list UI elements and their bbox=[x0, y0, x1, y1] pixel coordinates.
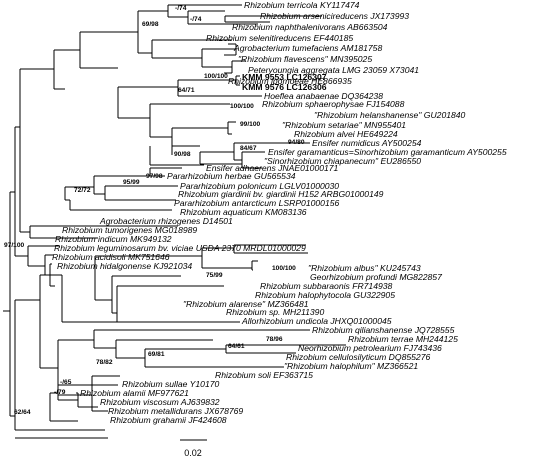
support-value: 62/64 bbox=[14, 409, 31, 416]
taxon-label: "Rhizobium helanshanense" GU201840 bbox=[314, 110, 466, 120]
taxon-label: Rhizobium alamii MF977621 bbox=[80, 388, 189, 398]
taxon-label: Rhizobium sphaerophysae FJ154088 bbox=[262, 99, 405, 109]
taxon-label: Rhizobium indicum MK949132 bbox=[55, 234, 172, 244]
taxon-label: Rhizobium giardinii bv. giardinii H152 A… bbox=[178, 189, 384, 199]
taxon-label: Rhizobium aquaticum KM083136 bbox=[180, 207, 307, 217]
tip-labels: Rhizobium terricola KY117474 Rhizobium a… bbox=[52, 0, 507, 425]
taxon-label: Rhizobium halophytocola GU322905 bbox=[255, 290, 395, 300]
taxon-label: Pararhizobium herbae GU565534 bbox=[167, 171, 296, 181]
scale-bar-label: 0.02 bbox=[184, 448, 202, 458]
taxon-label: Rhizobium alvei HE649224 bbox=[294, 129, 398, 139]
support-value: 97/98 bbox=[146, 173, 163, 180]
taxon-label: Rhizobium metallidurans JX678769 bbox=[108, 406, 243, 416]
taxon-label: Neorhizobium petrolearium FJ743436 bbox=[298, 343, 442, 353]
support-value: -/74 bbox=[190, 16, 202, 23]
support-value: 69/81 bbox=[148, 351, 165, 358]
tree-branches bbox=[3, 4, 346, 439]
support-value: 97/100 bbox=[4, 242, 25, 249]
taxon-label: Hoeflea anabaenae DQ364238 bbox=[264, 91, 383, 101]
taxon-label: Rhizobium qilianshanense JQ728555 bbox=[312, 325, 455, 335]
support-value: 75/99 bbox=[206, 272, 223, 279]
taxon-label: Georhizobium profundi MG822857 bbox=[310, 272, 443, 282]
taxon-label: Rhizobium grahamii JF424608 bbox=[110, 415, 227, 425]
taxon-label: "Rhizobium albus" KU245743 bbox=[308, 263, 421, 273]
support-value: 64/71 bbox=[178, 87, 195, 94]
taxon-label: Ensifer adhaerens JNAE01000171 bbox=[206, 163, 339, 173]
taxon-label: Rhizobium terricola KY117474 bbox=[244, 0, 360, 10]
support-value: 100/100 bbox=[272, 265, 296, 272]
taxon-label: "Sinorhizobium chiapanecum" EU286550 bbox=[264, 156, 421, 166]
support-value: 64/61 bbox=[228, 343, 245, 350]
support-value: -/74 bbox=[175, 5, 187, 12]
taxon-label: Ensifer numidicus AY500254 bbox=[312, 138, 422, 148]
taxon-label-highlight: KMM 9553 LC126307 bbox=[242, 72, 327, 82]
support-value: 99/100 bbox=[240, 121, 261, 128]
taxon-label: Agrobacterium tumefaciens AM181758 bbox=[233, 43, 382, 53]
taxon-label: Ensifer garamanticus=Sinorhizobium garam… bbox=[268, 147, 507, 157]
support-values: -/74 69/98 -/74 100/100 64/71 100/100 99… bbox=[4, 5, 305, 416]
taxon-label: Rhizobium terrae MH244125 bbox=[348, 334, 458, 344]
taxon-label: Peteryoungia aggregata LMG 23059 X73041 bbox=[248, 65, 419, 75]
support-value: 78/82 bbox=[96, 359, 113, 366]
taxon-label: Pararhizobium antarcticum LSRP01000156 bbox=[174, 198, 340, 208]
taxon-label: Rhizobium selenitireducens EF440185 bbox=[206, 33, 353, 43]
taxon-label: Rhizobium acidisoli MK751646 bbox=[52, 252, 170, 262]
taxon-label: Rhizobium hidalgonense KJ921034 bbox=[57, 261, 192, 271]
support-value: 72/72 bbox=[74, 187, 91, 194]
support-value: 95/99 bbox=[123, 179, 140, 186]
taxon-label-highlight: KMM 9576 LC126306 bbox=[242, 82, 327, 92]
taxon-label: Rhizobium leguminosarum bv. viciae USDA … bbox=[54, 243, 306, 253]
taxon-label: Rhizobium ipomoeae HE866935 bbox=[228, 76, 352, 86]
taxon-label: Rhizobium viscosum AJ639832 bbox=[100, 397, 220, 407]
taxon-label: "Rhizobium flavescens" MN395025 bbox=[238, 54, 372, 64]
taxon-label: Rhizobium naphthalenivorans AB663504 bbox=[232, 22, 388, 32]
support-value: 84/67 bbox=[240, 145, 257, 152]
support-value: -/65 bbox=[60, 379, 72, 386]
taxon-label: Agrobacterium rhizogenes D14501 bbox=[99, 216, 233, 226]
support-value: 69/98 bbox=[142, 21, 159, 28]
taxon-label: Rhizobium arsenicireducens JX173993 bbox=[260, 11, 409, 21]
taxon-label: "Rhizobium setariae" MN955401 bbox=[282, 120, 406, 130]
support-value: 78/96 bbox=[266, 336, 283, 343]
taxon-label: "Rhizobium halophilum" MZ366521 bbox=[284, 361, 418, 371]
support-value: -/79 bbox=[54, 389, 66, 396]
taxon-label: Rhizobium tumorigenes MG018989 bbox=[62, 225, 197, 235]
support-value: 100/100 bbox=[230, 103, 254, 110]
scale-bar: 0.02 bbox=[180, 439, 207, 458]
taxon-label: Pararhizobium polonicum LGLV01000030 bbox=[180, 181, 339, 191]
taxon-label: Rhizobium subbaraonis FR714938 bbox=[260, 281, 393, 291]
support-value: 90/98 bbox=[174, 151, 191, 158]
taxon-label: "Rhizobium alarense" MZ366481 bbox=[183, 299, 309, 309]
taxon-label: Rhizobium sp. MH211390 bbox=[226, 307, 324, 317]
support-value: 100/100 bbox=[204, 73, 228, 80]
taxon-label: Allorhizobium undicola JHXQ01000045 bbox=[241, 316, 392, 326]
taxon-label: Rhizobium sullae Y10170 bbox=[122, 379, 220, 389]
taxon-label: Rhizobium soli EF363715 bbox=[215, 370, 313, 380]
taxon-label: Rhizobium cellulosilyticum DQ855276 bbox=[286, 352, 430, 362]
support-value: 94/80 bbox=[288, 139, 305, 146]
